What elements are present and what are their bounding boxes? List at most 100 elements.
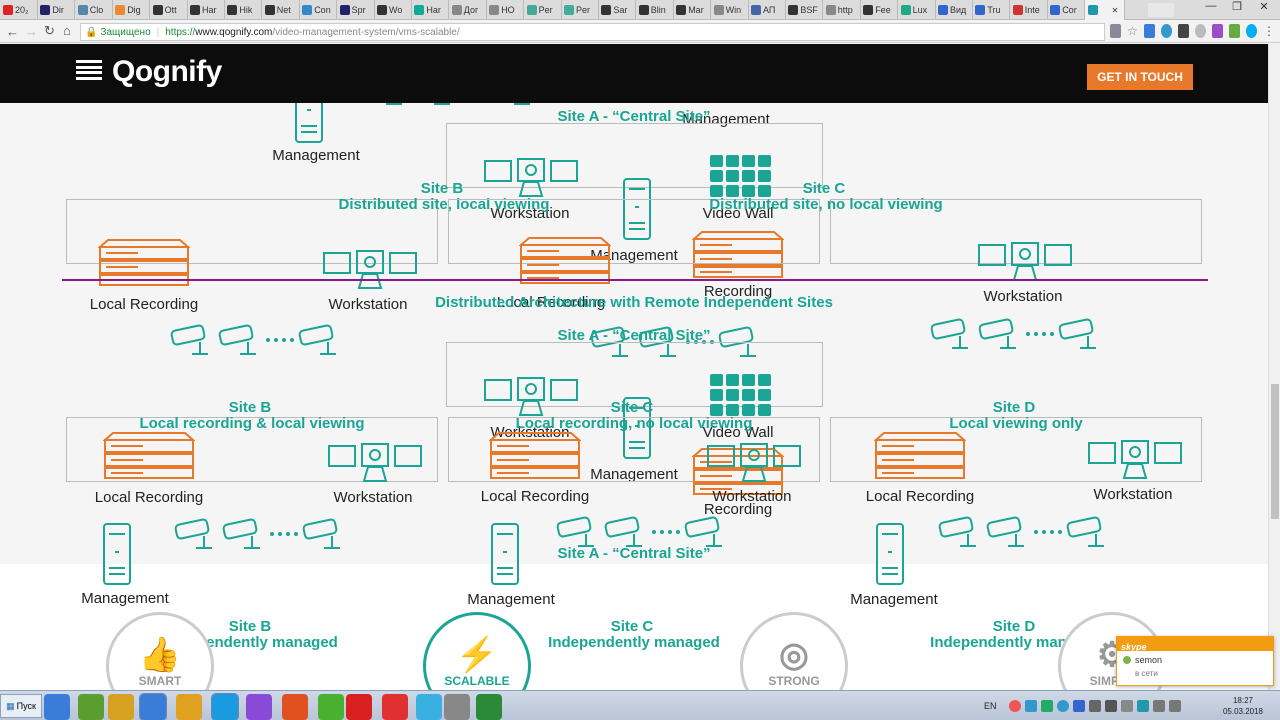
minimize-icon[interactable]: — <box>1205 0 1217 12</box>
browser-tab[interactable]: Spr <box>337 0 375 20</box>
tab-label: Spr <box>351 5 366 15</box>
browser-tab[interactable]: АП <box>748 0 786 20</box>
site-c-description: Independently managed <box>548 634 720 651</box>
icq-icon[interactable] <box>318 694 344 720</box>
extension-icon[interactable] <box>1194 24 1206 38</box>
browser-tab[interactable]: Con <box>299 0 338 20</box>
menu-icon[interactable]: ⋮ <box>1263 24 1276 38</box>
start-button[interactable]: ▦ Пуск <box>0 694 42 718</box>
management-label: Management <box>590 466 678 483</box>
browser-tab[interactable]: Mar <box>673 0 712 20</box>
1c-icon[interactable] <box>176 694 202 720</box>
extension-icon[interactable] <box>1160 24 1172 38</box>
media-icon[interactable] <box>44 694 70 720</box>
restore-icon[interactable]: ❐ <box>1232 1 1242 13</box>
browser-tab[interactable]: BSF <box>785 0 824 20</box>
tray-icon[interactable] <box>1024 700 1037 712</box>
browser-tab[interactable]: http <box>823 0 861 20</box>
address-bar[interactable]: 🔒 Защищено | https:// www.qognify.com /v… <box>80 23 1105 41</box>
tray-icon[interactable] <box>1136 700 1149 712</box>
tray-icon[interactable] <box>1088 700 1101 712</box>
extension-icon[interactable] <box>1211 24 1223 38</box>
network-icon[interactable] <box>1168 700 1181 712</box>
forward-icon[interactable]: → <box>25 24 38 39</box>
browser-tab[interactable]: Win <box>711 0 749 20</box>
browser-tab[interactable]: Вид <box>935 0 973 20</box>
toolbar: ← → ↻ ⌂ 🔒 Защищено | https:// www.qognif… <box>0 21 1280 43</box>
server-icon <box>623 397 651 459</box>
explorer-icon[interactable] <box>108 694 134 720</box>
browser-tab[interactable]: Tru <box>972 0 1011 20</box>
site-c-description: Local recording, no local viewing <box>515 415 753 432</box>
excel-icon[interactable] <box>476 694 502 720</box>
browser-tab[interactable]: HO <box>486 0 525 20</box>
local-recording-label: Local Recording <box>865 488 975 505</box>
tray-icon[interactable] <box>1008 700 1021 712</box>
tray-icon[interactable] <box>1056 700 1069 712</box>
reload-icon[interactable]: ↻ <box>44 23 55 38</box>
yandex-icon[interactable] <box>382 694 408 720</box>
ie-icon[interactable] <box>78 694 104 720</box>
scrollbar-thumb[interactable] <box>1271 384 1279 519</box>
browser-tab[interactable]: Clo <box>75 0 113 20</box>
browser-tab[interactable]: Sar <box>598 0 637 20</box>
browser-tab[interactable]: Hik <box>224 0 263 20</box>
browser-tab[interactable]: Cor <box>1047 0 1086 20</box>
browser-tab[interactable]: Wo <box>374 0 412 20</box>
browser-tab[interactable]: Har <box>411 0 450 20</box>
browser-tab[interactable]: ✕ <box>1084 0 1125 20</box>
tray-icon[interactable] <box>1120 700 1133 712</box>
tray-icon[interactable] <box>1040 700 1053 712</box>
browser-tab[interactable]: Fee <box>860 0 899 20</box>
logo[interactable]: Qognify <box>112 52 222 92</box>
feature-strong[interactable]: ◎ STRONG <box>740 612 848 690</box>
opera-icon[interactable] <box>346 694 372 720</box>
scrollbar[interactable] <box>1268 44 1280 690</box>
back-icon[interactable]: ← <box>6 24 19 39</box>
hamburger-icon[interactable] <box>76 60 102 80</box>
viber-icon[interactable] <box>246 694 272 720</box>
skype-icon[interactable] <box>211 693 239 720</box>
extension-icon[interactable] <box>1143 24 1155 38</box>
translate-icon[interactable] <box>1110 24 1122 38</box>
extension-icons: ☆ ⋮ <box>1110 24 1275 40</box>
telegram-icon[interactable] <box>416 694 442 720</box>
feature-scalable-label: SCALABLE <box>444 674 510 688</box>
extension-icon[interactable] <box>1228 24 1240 38</box>
home-icon[interactable]: ⌂ <box>63 23 71 38</box>
architecture-diagram: WorkstationRecordingDistributed Architec… <box>0 44 1268 690</box>
get-in-touch-button[interactable]: GET IN TOUCH <box>1087 64 1193 90</box>
star-icon[interactable]: ☆ <box>1127 24 1138 38</box>
browser-tab[interactable]: Per <box>561 0 599 20</box>
clock[interactable]: 18:27 05.03.2018 <box>1218 695 1268 717</box>
mail-icon[interactable] <box>444 694 470 720</box>
browser-tab[interactable]: Dig <box>112 0 151 20</box>
architecture-title: Distributed Architecture with Remote Ind… <box>435 294 833 311</box>
browser-tab[interactable]: 20₂ <box>0 0 38 20</box>
tray-icon[interactable] <box>1104 700 1117 712</box>
volume-icon[interactable] <box>1152 700 1165 712</box>
browser-tab[interactable]: Ott <box>150 0 188 20</box>
browser-tab[interactable]: Lux <box>898 0 936 20</box>
language-indicator[interactable]: EN <box>984 701 997 711</box>
vlc-icon[interactable] <box>282 694 308 720</box>
workstation-icon <box>978 242 1072 281</box>
new-tab-button[interactable] <box>1148 3 1174 17</box>
browser-tab[interactable]: Net <box>262 0 300 20</box>
close-window-icon[interactable]: ✕ <box>1259 1 1269 13</box>
tab-close-icon[interactable]: ✕ <box>1111 5 1119 15</box>
browser-tab[interactable]: Дог <box>449 0 487 20</box>
feature-smart[interactable]: 👍 SMART <box>106 612 214 690</box>
tray-icon[interactable] <box>1072 700 1085 712</box>
chrome-icon[interactable] <box>139 693 167 720</box>
browser-tab[interactable]: Dir <box>37 0 76 20</box>
browser-tab[interactable]: Per <box>524 0 562 20</box>
extension-icon[interactable] <box>1177 24 1189 38</box>
browser-tab[interactable]: Blin <box>636 0 674 20</box>
skype-ext-icon[interactable] <box>1245 24 1258 38</box>
feature-scalable[interactable]: ⚡ SCALABLE <box>423 612 531 690</box>
skype-notification[interactable]: skype semon в сети <box>1116 636 1274 686</box>
browser-tab[interactable]: Har <box>187 0 225 20</box>
tab-favicon-icon <box>863 5 874 15</box>
browser-tab[interactable]: Inte <box>1010 0 1048 20</box>
